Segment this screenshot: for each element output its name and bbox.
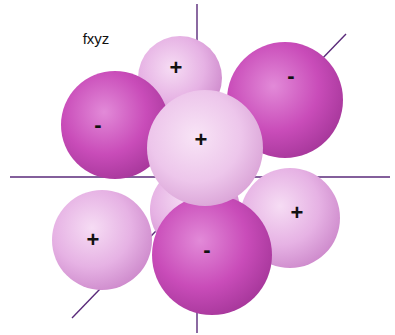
lobe-bottom-front bbox=[152, 195, 272, 315]
phase-sign: + bbox=[170, 57, 183, 79]
axis-lines bbox=[10, 4, 390, 333]
phase-sign: + bbox=[291, 202, 304, 224]
phase-sign: + bbox=[195, 129, 208, 151]
lobe-front-top bbox=[147, 90, 263, 206]
phase-sign: - bbox=[287, 65, 294, 87]
lobe-bottom-left bbox=[52, 190, 152, 290]
orbital-name: fxyz bbox=[83, 31, 110, 46]
phase-sign: + bbox=[87, 229, 100, 251]
phase-sign: - bbox=[203, 239, 210, 261]
phase-sign: - bbox=[94, 114, 101, 136]
orbital-lobes bbox=[52, 36, 343, 315]
